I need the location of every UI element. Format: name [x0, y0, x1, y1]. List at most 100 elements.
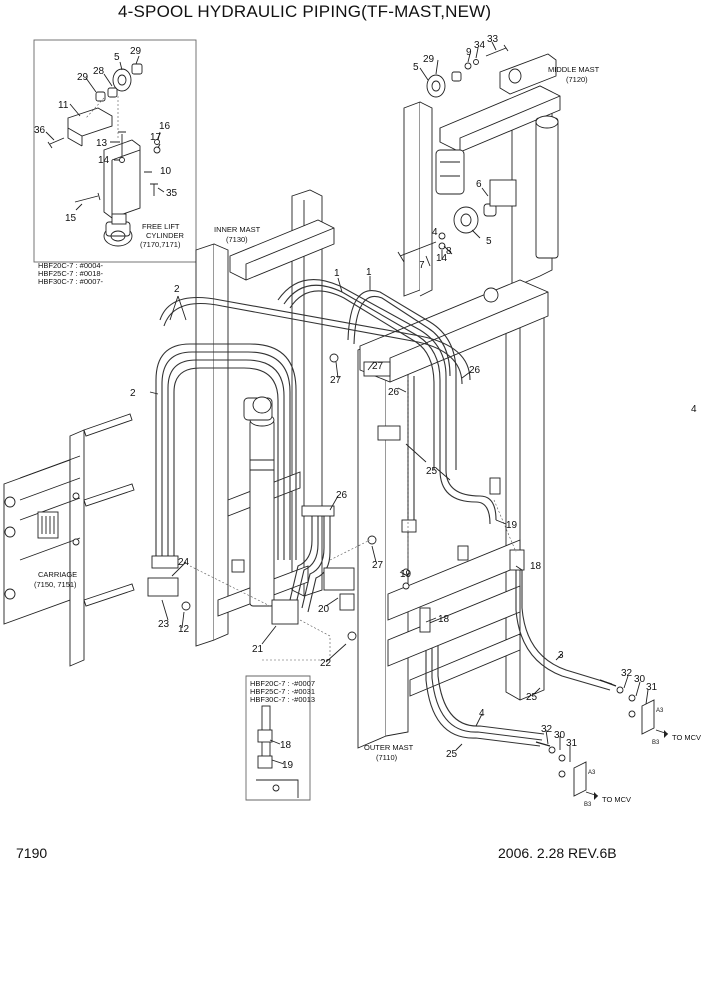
- callout: 19: [282, 760, 294, 771]
- callout: 28: [93, 66, 105, 77]
- callout: 27: [372, 361, 384, 372]
- port-label: A3: [588, 770, 596, 776]
- callouts-middle-mast: 33 34 9 29 5 6 4 5 8 14 7: [413, 34, 499, 271]
- callout: 11: [58, 100, 69, 111]
- callout: 2: [130, 388, 136, 399]
- callout: 17: [150, 132, 162, 143]
- callout: 19: [506, 520, 518, 531]
- callout: 15: [65, 213, 77, 224]
- inset-free-lift-detail: [33, 39, 197, 263]
- callout: 18: [530, 561, 542, 572]
- callout: 7: [419, 260, 425, 271]
- callout: 8: [446, 246, 452, 257]
- inner-mast-code: (7130): [226, 235, 248, 244]
- callout: 26: [388, 387, 400, 398]
- callout: 1: [334, 268, 340, 279]
- callout: 30: [634, 674, 646, 685]
- callout: 18: [280, 740, 292, 751]
- callout: 32: [541, 724, 553, 735]
- callout: 10: [160, 166, 172, 177]
- carriage-assembly: [3, 413, 135, 667]
- callout: 31: [646, 682, 658, 693]
- callout: 30: [554, 730, 566, 741]
- callout: 27: [372, 560, 384, 571]
- serial-note: HBF20C-7 : -#0007: [250, 679, 315, 688]
- free-lift-code: (7170,7171): [140, 240, 181, 249]
- callout: 25: [426, 466, 438, 477]
- callout: 12: [178, 624, 190, 635]
- callout: 4: [432, 227, 438, 238]
- free-lift-label-1: FREE LIFT: [142, 222, 180, 231]
- callout: 33: [487, 34, 499, 45]
- to-mcv-label: TO MCV: [672, 733, 701, 742]
- callout: 4: [479, 708, 485, 719]
- to-mcv-label: TO MCV: [602, 795, 631, 804]
- callout: 36: [34, 125, 46, 136]
- callout: 19: [400, 569, 412, 580]
- serial-note: HBF20C-7 : #0004-: [38, 261, 104, 270]
- callout: 13: [96, 138, 108, 149]
- callout: 2: [174, 284, 180, 295]
- middle-mast-code: (7120): [566, 75, 588, 84]
- serial-note: HBF30C-7 : -#0013: [250, 695, 315, 704]
- serial-note: HBF30C-7 : #0007-: [38, 277, 104, 286]
- callout: 21: [252, 644, 264, 655]
- callout: 32: [621, 668, 633, 679]
- callout: 24: [178, 557, 190, 568]
- free-lift-label-2: CYLINDER: [146, 231, 185, 240]
- callout: 29: [130, 46, 142, 57]
- callout: 25: [526, 692, 538, 703]
- callouts-inset-bottom: 18 19: [280, 740, 294, 771]
- serial-note: HBF25C-7 : -#0031: [250, 687, 315, 696]
- middle-mast-label: MIDDLE MAST: [548, 65, 600, 74]
- callout: 22: [320, 658, 332, 669]
- port-label: B3: [584, 802, 592, 808]
- callout: 14: [98, 155, 110, 166]
- leader-lines: [45, 41, 669, 800]
- outer-mast-assembly: [357, 279, 549, 749]
- callout: 26: [336, 490, 348, 501]
- callout: 25: [446, 749, 458, 760]
- callouts-inset-top: 5 29 28 29 11 36 13 16 17 14 10 35 15: [34, 46, 178, 224]
- callout: 27: [330, 375, 342, 386]
- callout: 35: [166, 188, 178, 199]
- callout: 23: [158, 619, 170, 630]
- carriage-label: CARRIAGE: [38, 570, 77, 579]
- callout: 18: [438, 614, 450, 625]
- callouts-main: 1 1 2 2 27 27 26 26 25 26 27 24 23 12 21…: [130, 267, 658, 760]
- callout: 26: [469, 365, 481, 376]
- side-number: 4: [691, 404, 697, 415]
- callout: 29: [77, 72, 89, 83]
- callout: 20: [318, 604, 330, 615]
- callout: 29: [423, 54, 435, 65]
- callout: 14: [436, 253, 448, 264]
- callout: 5: [486, 236, 492, 247]
- callout: 5: [114, 52, 120, 63]
- callout: 1: [366, 267, 372, 278]
- inset-serial-detail: [245, 675, 311, 801]
- inner-mast-assembly: [195, 189, 335, 647]
- callout: 34: [474, 40, 486, 51]
- page-id: 7190: [16, 845, 48, 861]
- inner-mast-label: INNER MAST: [214, 225, 261, 234]
- page-title: 4-SPOOL HYDRAULIC PIPING(TF-MAST,NEW): [118, 2, 492, 21]
- callout: 6: [476, 179, 482, 190]
- outer-mast-code: (7110): [376, 753, 398, 762]
- serial-note: HBF25C-7 : #0018-: [38, 269, 104, 278]
- callout: 31: [566, 738, 578, 749]
- inset-frame: [33, 39, 197, 263]
- callout: 16: [159, 121, 171, 132]
- port-label: B3: [652, 740, 660, 746]
- callout: 5: [413, 62, 419, 73]
- carriage-code: (7150, 7151): [34, 580, 77, 589]
- hose-routing: [147, 279, 655, 797]
- callout: 3: [558, 650, 564, 661]
- outer-mast-label: OUTER MAST: [364, 743, 414, 752]
- date-revision: 2006. 2.28 REV.6B: [498, 845, 617, 861]
- callout: 9: [466, 47, 472, 58]
- port-label: A3: [656, 708, 664, 714]
- middle-mast-assembly: [397, 44, 561, 297]
- assembly-captions: MIDDLE MAST (7120) INNER MAST (7130) OUT…: [34, 65, 701, 808]
